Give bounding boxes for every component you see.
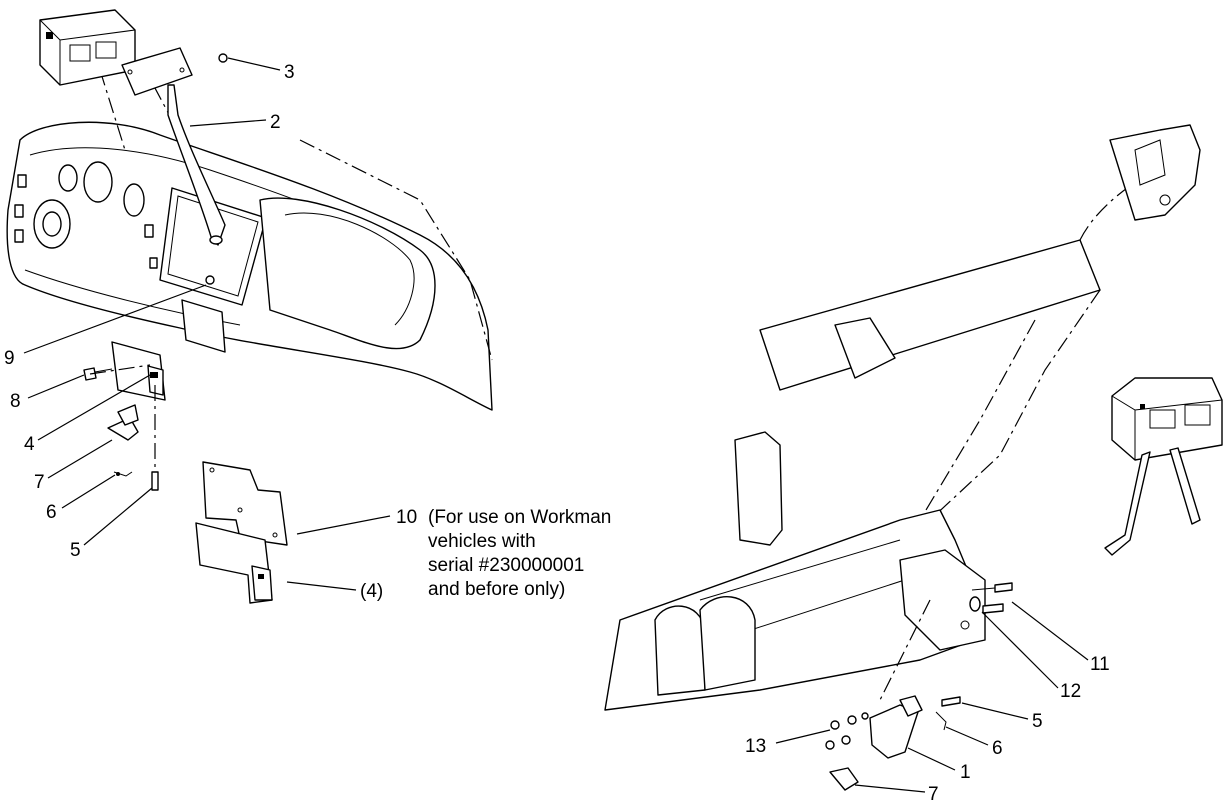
mounting-plate xyxy=(121,47,193,96)
rops-beam xyxy=(759,239,1101,391)
nut-icon xyxy=(830,720,840,730)
callout-11: 11 xyxy=(1090,654,1110,675)
callout-4: 4 xyxy=(24,434,35,455)
nut-icon xyxy=(205,275,215,285)
callout-2: 2 xyxy=(270,112,281,133)
callout-1: 1 xyxy=(960,762,971,783)
callout-12: 12 xyxy=(1060,681,1081,702)
nut-icon xyxy=(825,740,835,750)
bolt-icon xyxy=(994,582,1013,593)
pin-icon xyxy=(941,696,961,707)
callout-8: 8 xyxy=(10,391,21,412)
switch-box xyxy=(39,9,136,86)
callout-10: 10 xyxy=(396,507,417,528)
callout-9: 9 xyxy=(4,348,15,369)
callout-4-alt: (4) xyxy=(360,581,383,602)
frame-mount-bracket xyxy=(899,549,986,651)
rops-upper-mount xyxy=(1109,124,1201,221)
washer-icon xyxy=(847,715,857,725)
switch-hole xyxy=(144,224,154,238)
callout-13: 13 xyxy=(745,736,766,757)
switch-hole xyxy=(14,229,24,243)
latch-handle-right xyxy=(829,767,859,791)
callout-7-left: 7 xyxy=(34,472,45,493)
callout-7-right: 7 xyxy=(928,784,939,805)
callout-5-right: 5 xyxy=(1032,711,1043,732)
gauge-hole xyxy=(58,164,78,192)
note-line-1: (For use on Workman xyxy=(428,507,611,528)
callout-6-left: 6 xyxy=(46,502,57,523)
switch-box-alt xyxy=(1111,377,1223,461)
seat-bracket xyxy=(734,431,783,546)
callout-6-right: 6 xyxy=(992,738,1003,759)
mount-opening xyxy=(159,187,267,306)
washer-icon xyxy=(969,596,981,612)
callout-labels: 3 2 9 8 4 7 6 5 10 (4) (For use on Workm… xyxy=(4,62,1110,805)
gauge-hole xyxy=(123,183,145,217)
storage-compartment xyxy=(259,197,436,350)
left-dash-assembly xyxy=(6,9,493,604)
callout-3: 3 xyxy=(284,62,295,83)
under-dash-bracket xyxy=(181,299,226,353)
mount-rod-alt xyxy=(1104,451,1151,556)
right-frame-assembly xyxy=(604,124,1223,791)
nut-icon xyxy=(218,53,228,63)
pin-icon xyxy=(151,471,159,491)
note-line-2: vehicles with xyxy=(428,531,536,552)
gauge-hole xyxy=(83,161,113,203)
leader-lines xyxy=(23,57,1089,793)
switch-hole xyxy=(14,204,24,218)
washer-icon xyxy=(841,735,851,745)
latch-bracket-right xyxy=(869,704,919,759)
adapter-plate xyxy=(202,461,288,546)
clip-icon xyxy=(935,711,947,731)
switch-hole xyxy=(17,174,27,188)
callout-5-left: 5 xyxy=(70,540,81,561)
note-line-4: and before only) xyxy=(428,579,565,600)
mount-rod xyxy=(167,84,226,246)
switch-hole xyxy=(149,257,158,269)
note-line-3: serial #230000001 xyxy=(428,555,584,576)
